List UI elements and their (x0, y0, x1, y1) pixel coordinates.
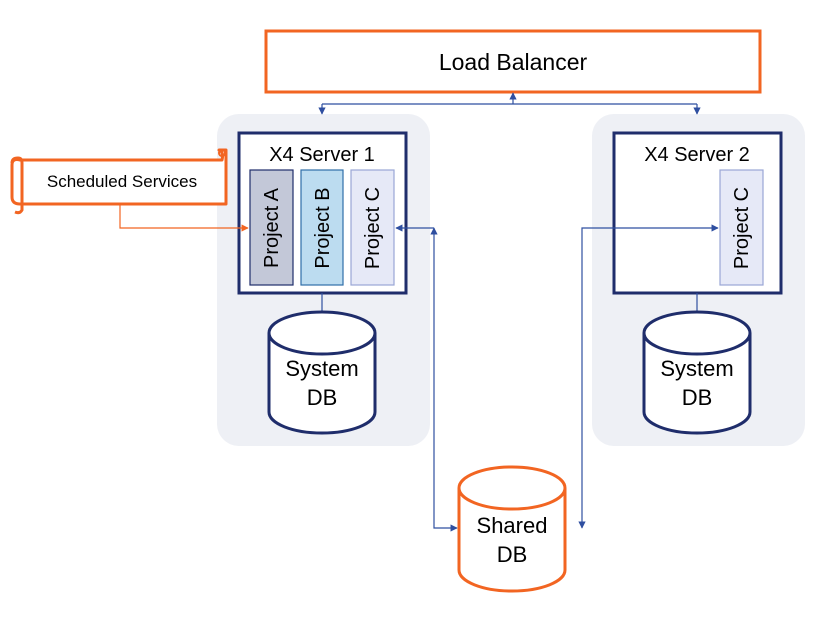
server1-title: X4 Server 1 (269, 144, 375, 166)
shared-db-line1: Shared (477, 513, 548, 538)
system-db-2-line1: System (660, 356, 733, 381)
project-c-label: Project C (362, 187, 384, 269)
project-b-label: Project B (312, 187, 334, 268)
system-db-1-line1: System (285, 356, 358, 381)
load-balancer: Load Balancer (264, 29, 762, 94)
shared-db: Shared DB (457, 465, 567, 593)
shared-db-line2: DB (497, 542, 528, 567)
server1-box: X4 Server 1 Project A Project B Project … (237, 131, 408, 295)
scheduled-services-connector (119, 204, 249, 232)
shared-db-connectors (430, 224, 719, 532)
system-db-1: System DB (267, 310, 377, 435)
system-db-2-line2: DB (682, 385, 713, 410)
system-db-1-line2: DB (307, 385, 338, 410)
server2-box: X4 Server 2 Project C (612, 131, 783, 295)
scheduled-services-label: Scheduled Services (47, 172, 197, 191)
load-balancer-label: Load Balancer (439, 49, 588, 75)
project-c-box (350, 169, 395, 286)
project-b-box (300, 169, 344, 286)
system-db-2: System DB (642, 310, 752, 435)
project-a-box (249, 169, 294, 286)
load-balancer-connectors (318, 92, 701, 115)
project-a-label: Project A (261, 187, 283, 268)
server2-project-c-label: Project C (731, 187, 753, 269)
scheduled-services: Scheduled Services (10, 148, 228, 215)
server2-title: X4 Server 2 (644, 144, 750, 166)
server2-project-c-box (719, 169, 764, 286)
